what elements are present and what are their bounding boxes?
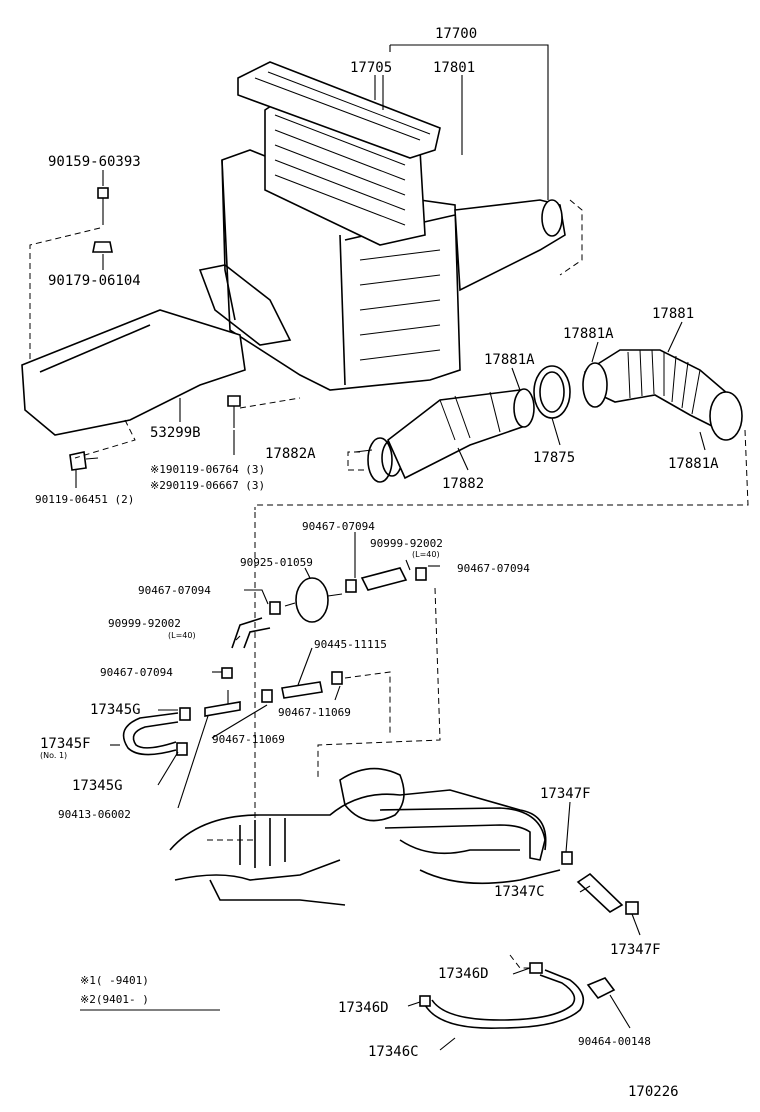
- label-17346C: 17346C: [368, 1044, 419, 1060]
- label-90445-11115: 90445-11115: [314, 638, 387, 651]
- label-90925-01059: 90925-01059: [240, 556, 313, 569]
- label-17882: 17882: [442, 476, 484, 492]
- label-90159-60393: 90159-60393: [48, 154, 141, 170]
- label-17345G-bottom: 17345G: [72, 778, 123, 794]
- label-17346D-top: 17346D: [438, 966, 489, 982]
- diagram-number: 170226: [628, 1084, 679, 1100]
- label-90467-07094-lower: 90467-07094: [100, 666, 173, 679]
- vacuum-dashes: [205, 512, 441, 841]
- label-90179-06104: 90179-06104: [48, 273, 141, 289]
- vacuum-parts: [122, 567, 427, 756]
- label-17347F-top: 17347F: [540, 786, 591, 802]
- label-90467-07094-top: 90467-07094: [302, 520, 375, 533]
- label-17345F-no1: (No. 1): [40, 751, 67, 760]
- label-17700: 17700: [435, 26, 477, 42]
- label-note2-90119-06667: ※290119-06667 (3): [150, 479, 265, 492]
- callout-labels: 17700 17705 17801 90159-60393 90179-0610…: [35, 26, 719, 1100]
- intake-hose-group: [254, 349, 749, 510]
- label-90999-92002-top: 90999-92002: [370, 537, 443, 550]
- label-17881A-top: 17881A: [563, 326, 614, 342]
- label-90999-92002-top-length: (L=40): [412, 550, 440, 559]
- label-90464-00148: 90464-00148: [578, 1035, 651, 1048]
- label-90467-07094-right: 90467-07094: [457, 562, 530, 575]
- label-17347F-bottom: 17347F: [610, 942, 661, 958]
- label-17705: 17705: [350, 60, 392, 76]
- label-17882A: 17882A: [265, 446, 316, 462]
- label-17881: 17881: [652, 306, 694, 322]
- label-17346D-bottom: 17346D: [338, 1000, 389, 1016]
- label-90413-06002: 90413-06002: [58, 808, 131, 821]
- legend-note1: ※1( -9401): [80, 974, 149, 987]
- label-note1-90119-06764: ※190119-06764 (3): [150, 463, 265, 476]
- label-17881A-mid: 17881A: [484, 352, 535, 368]
- label-90467-11069-left: 90467-11069: [212, 733, 285, 746]
- label-90999-92002-left: 90999-92002: [108, 617, 181, 630]
- air-cleaner-dashes: [29, 199, 583, 459]
- label-17345F: 17345F: [40, 736, 91, 752]
- label-17875: 17875: [533, 450, 575, 466]
- label-17345G-top: 17345G: [90, 702, 141, 718]
- label-17347C: 17347C: [494, 884, 545, 900]
- label-90999-92002-left-length: (L=40): [168, 631, 196, 640]
- legend-note2: ※2(9401- ): [80, 993, 149, 1006]
- label-90467-11069-right: 90467-11069: [278, 706, 351, 719]
- leader-lines: [75, 44, 706, 1051]
- label-17801: 17801: [433, 60, 475, 76]
- air-cleaner-assembly: [21, 61, 566, 471]
- label-90119-06451: 90119-06451 (2): [35, 493, 134, 506]
- label-53299B: 53299B: [150, 425, 201, 441]
- label-17881A-bottom: 17881A: [668, 456, 719, 472]
- label-90467-07094-left: 90467-07094: [138, 584, 211, 597]
- throttle-body-area: [169, 767, 639, 1029]
